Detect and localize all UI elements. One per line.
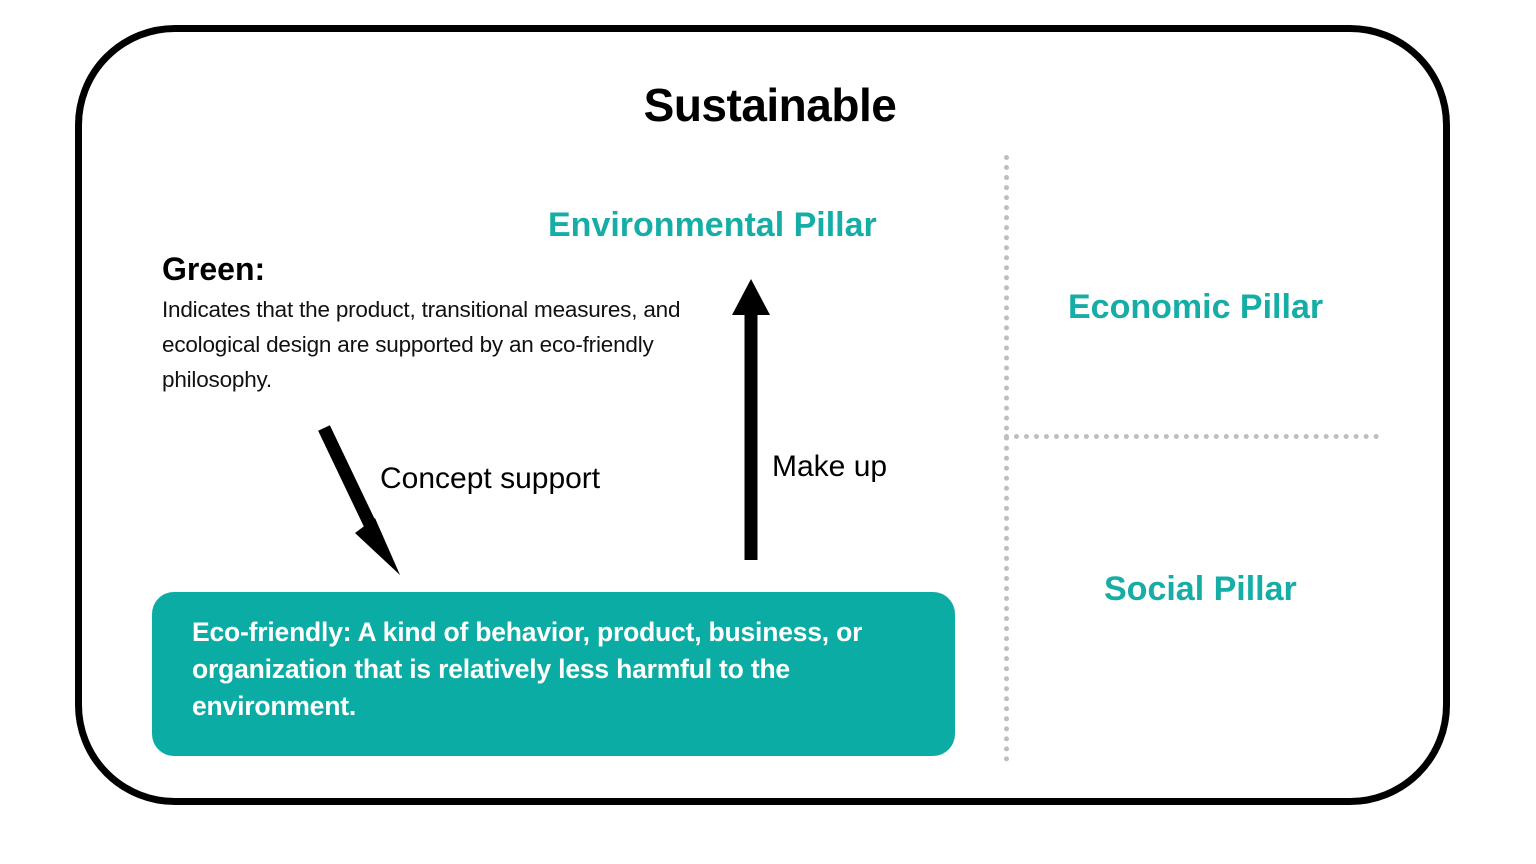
concept-support-label: Concept support xyxy=(380,462,601,495)
make-up-label: Make up xyxy=(772,450,888,483)
vertical-dotted-divider xyxy=(1004,155,1009,762)
green-definition-block: Green: Indicates that the product, trans… xyxy=(162,251,682,398)
economic-pillar-label: Economic Pillar xyxy=(1068,288,1324,326)
horizontal-dotted-divider xyxy=(1004,434,1379,439)
green-heading: Green: xyxy=(162,251,266,287)
green-body-text: Indicates that the product, transitional… xyxy=(162,297,681,392)
page-title: Sustainable xyxy=(643,79,897,131)
environmental-pillar-label: Environmental Pillar xyxy=(548,206,877,244)
social-pillar-label: Social Pillar xyxy=(1104,570,1297,608)
eco-friendly-text: Eco-friendly: A kind of behavior, produc… xyxy=(192,617,863,722)
eco-friendly-callout-box: Eco-friendly: A kind of behavior, produc… xyxy=(152,592,955,756)
